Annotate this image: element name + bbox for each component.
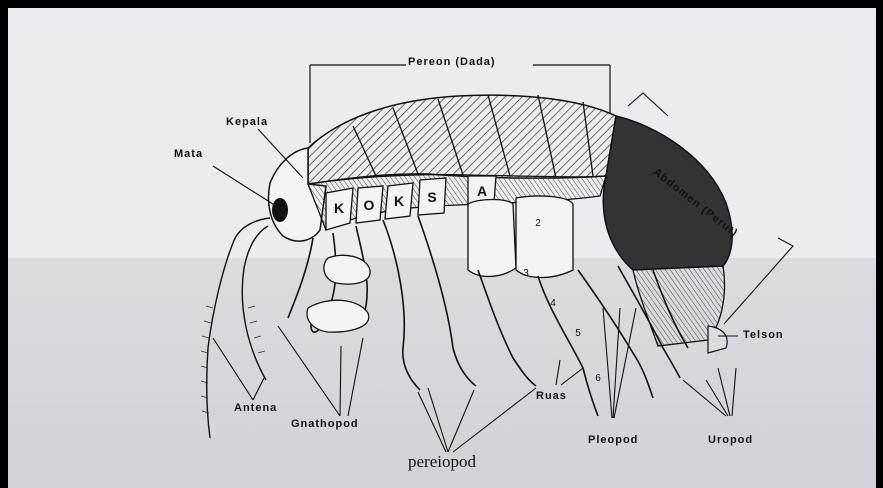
label-kepala: Kepala bbox=[226, 116, 268, 128]
leader-ruas-2 bbox=[561, 368, 583, 385]
gnathopod-claw bbox=[307, 255, 370, 332]
koksa-letter: S bbox=[427, 189, 436, 205]
leader-abdomen bbox=[628, 93, 668, 116]
leader-pleopod-2 bbox=[614, 308, 636, 418]
label-pereon: Pereon (Dada) bbox=[408, 56, 496, 68]
koksa-letter: O bbox=[364, 197, 375, 213]
koksa-letter: K bbox=[394, 193, 404, 209]
leader-uropod-4 bbox=[732, 368, 736, 416]
leader-uropod bbox=[683, 380, 726, 416]
label-gnathopod: Gnathopod bbox=[291, 418, 359, 430]
telson-shape bbox=[708, 326, 727, 353]
label-antena: Antena bbox=[234, 402, 277, 414]
segment-number: 6 bbox=[595, 373, 601, 384]
leader-uropod-2 bbox=[706, 380, 728, 416]
leader-pleopod bbox=[613, 308, 620, 418]
leader-gnathopod bbox=[278, 326, 340, 416]
leader-pleopod-3 bbox=[603, 308, 612, 418]
eye bbox=[272, 198, 288, 222]
koksa-letter: A bbox=[477, 183, 487, 199]
leader-mata bbox=[213, 166, 276, 206]
leader-gnathopod-3 bbox=[348, 338, 363, 416]
label-mata: Mata bbox=[174, 148, 203, 160]
label-ruas: Ruas bbox=[536, 390, 567, 402]
leader-pereiopod-2 bbox=[448, 390, 474, 452]
label-telson: Telson bbox=[743, 329, 784, 341]
label-pleopod: Pleopod bbox=[588, 434, 638, 446]
leader-antena-2 bbox=[253, 378, 264, 400]
leader-pereiopod-3 bbox=[453, 388, 536, 452]
segment-number: 3 bbox=[523, 268, 529, 279]
leader-abdomen-2 bbox=[724, 238, 793, 324]
segment-number: 5 bbox=[575, 328, 581, 339]
abdomen-body bbox=[603, 116, 732, 270]
leader-ruas bbox=[556, 360, 560, 385]
label-pereiopod: pereiopod bbox=[408, 452, 476, 472]
koksa-letter: K bbox=[334, 200, 344, 216]
label-uropod: Uropod bbox=[708, 434, 753, 446]
segment-number: 2 bbox=[535, 218, 541, 229]
leader-gnathopod-2 bbox=[340, 346, 341, 416]
segment-number: 4 bbox=[550, 298, 556, 309]
leader-antena-1 bbox=[213, 338, 253, 400]
diagram-canvas: K O K S A 2 3 4 5 6 bbox=[8, 8, 876, 488]
amphipod-illustration: K O K S A 2 3 4 5 6 bbox=[8, 8, 876, 488]
